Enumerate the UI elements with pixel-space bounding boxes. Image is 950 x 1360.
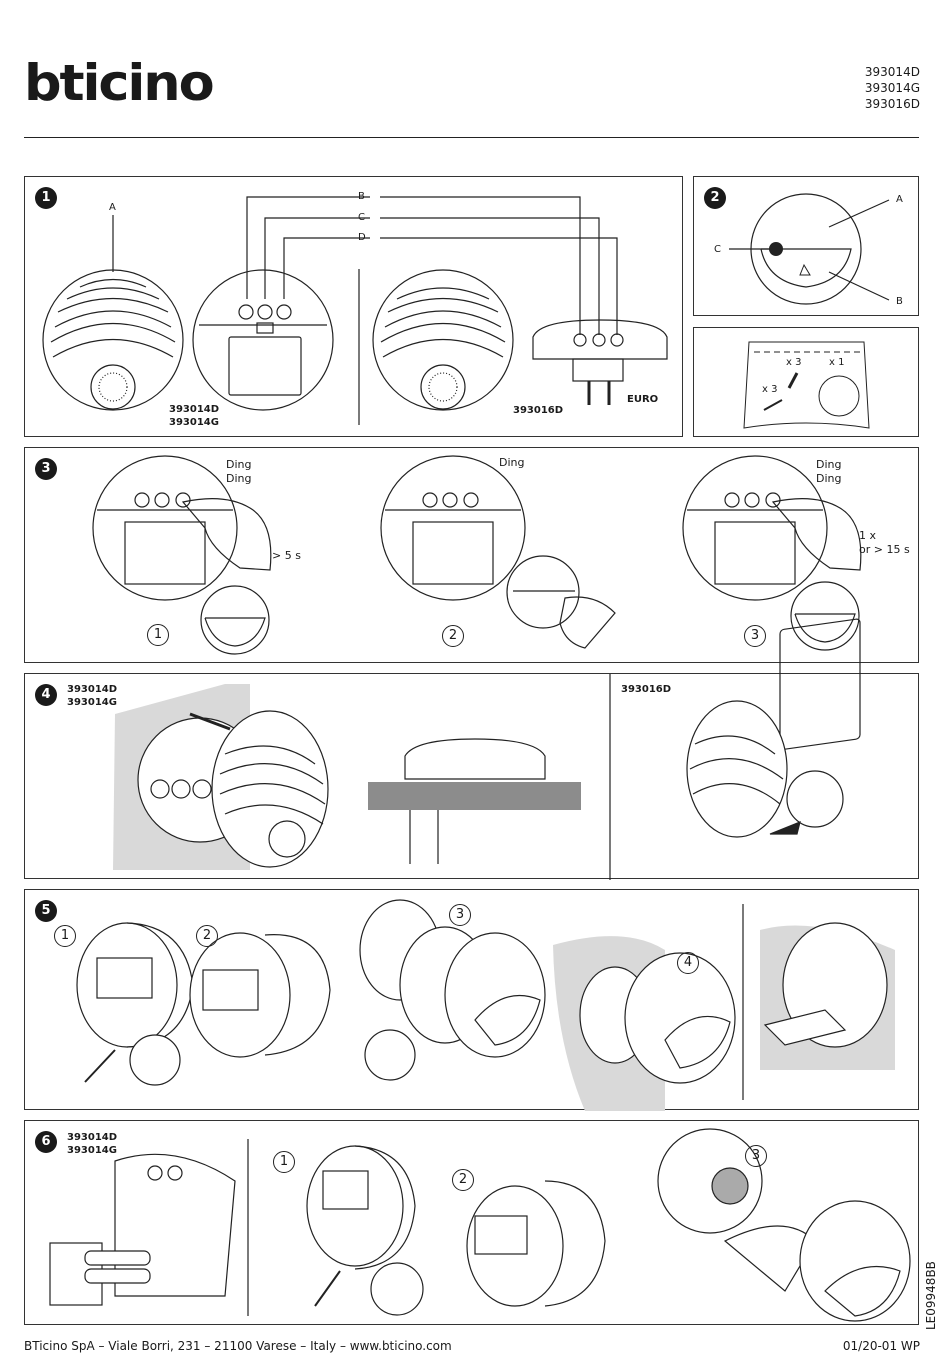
step-badge: 1	[35, 187, 57, 209]
panel-5: 5 1 2 3 4	[24, 889, 919, 1111]
label-a: A	[109, 202, 116, 213]
quantity: x 1	[829, 357, 845, 368]
quantity: x 3	[786, 357, 802, 368]
model-code: 393016D	[513, 405, 564, 416]
model-list: 393014D 393014G 393016D	[865, 64, 920, 112]
plug-type: EURO	[627, 394, 659, 405]
panel-3: 3 Ding Ding	[24, 447, 919, 663]
label-c: C	[714, 244, 721, 255]
sound-label: Ding	[499, 456, 525, 469]
push-button-drawing	[729, 193, 890, 305]
sub-step-badge: 3	[449, 904, 471, 926]
label-a: A	[896, 194, 903, 205]
model-code: 393014G	[67, 697, 117, 708]
model-code: 393014D	[67, 1132, 118, 1143]
sub-step-badge: 2	[452, 1169, 474, 1191]
sub-step-badge: 1	[54, 925, 76, 947]
panel-1: 1 A B C D	[24, 176, 683, 437]
step-badge: 3	[35, 458, 57, 480]
model-code: 393014D	[67, 684, 118, 695]
step-badge: 2	[704, 187, 726, 209]
sound-label: Ding Ding	[816, 458, 842, 485]
sub-step-badge: 1	[147, 624, 169, 646]
sub-step-badge: 4	[677, 952, 699, 974]
print-date: 01/20-01 WP	[842, 1339, 920, 1353]
document-reference: LE09948BB	[924, 1261, 938, 1330]
panel-kit: x 3 x 1 x 3	[693, 327, 919, 437]
model-code: 393014G	[864, 81, 920, 95]
step-badge: 6	[35, 1131, 57, 1153]
model-code: 393014D	[169, 404, 220, 415]
sub-step-badge: 3	[745, 1145, 767, 1167]
duration-label: > 5 s	[272, 549, 301, 562]
brand-logo: bticino	[24, 54, 215, 112]
sub-step-badge: 2	[442, 625, 464, 647]
header-rule	[24, 137, 919, 138]
panel-6: 6 393014D 393014G 1 2 3	[24, 1120, 919, 1325]
kit-bag-drawing	[743, 341, 870, 429]
sub-step-badge: 2	[196, 925, 218, 947]
model-code: 393014G	[67, 1145, 117, 1156]
model-code: 393016D	[864, 97, 920, 111]
panel-6-drawing	[49, 1128, 911, 1322]
panel-2: 2 A C B	[693, 176, 919, 316]
company-address: BTicino SpA – Viale Borri, 231 – 21100 V…	[24, 1339, 452, 1353]
duration-label: 1 x or > 15 s	[859, 529, 910, 556]
sound-label: Ding Ding	[226, 458, 252, 485]
sub-step-badge: 1	[273, 1151, 295, 1173]
label-b: B	[896, 296, 903, 307]
step-badge: 4	[35, 684, 57, 706]
step-badge: 5	[35, 900, 57, 922]
model-code: 393016D	[621, 684, 672, 695]
panel-4: 4 393014D 393014G 393016D	[24, 618, 919, 880]
panel-3-drawing	[92, 455, 862, 655]
panel-1-drawing	[42, 196, 668, 425]
model-code: 393014G	[169, 417, 219, 428]
quantity: x 3	[762, 384, 778, 395]
model-code: 393014D	[864, 65, 920, 79]
sub-step-badge: 3	[744, 625, 766, 647]
panel-5-drawing	[76, 899, 895, 1111]
panel-4-drawing	[113, 618, 861, 880]
